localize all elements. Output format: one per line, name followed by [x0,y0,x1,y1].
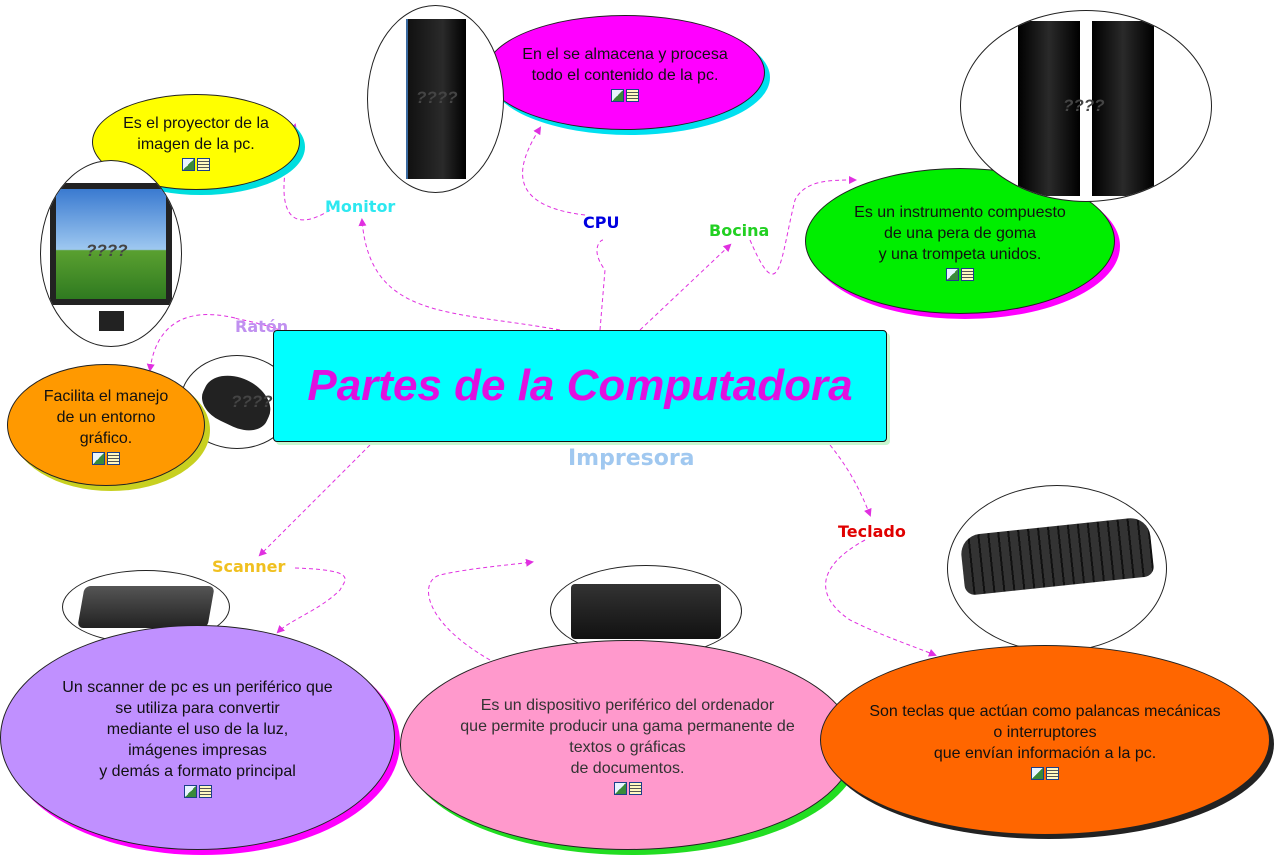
text-line: mediante el uso de la luz, [106,721,289,738]
text-line: de una pera de goma [883,224,1037,242]
label-teclado[interactable]: Teclado [838,522,906,541]
text-line: Es el proyector de la [123,115,269,132]
link-main-bocina [639,243,732,331]
label-bocina[interactable]: Bocina [709,221,770,240]
document-icon[interactable] [1046,766,1059,780]
text-line: imágenes impresas [128,742,267,759]
main-concept-title: Partes de la Computadora [307,361,853,410]
speakers-image: ???? [960,10,1212,202]
node-raton-description[interactable]: Facilita el manejo de un entorno gráfico… [7,364,205,486]
text-line: Un scanner de pc es un periférico que [62,679,333,696]
node-cpu-description[interactable]: En el se almacena y procesa todo el cont… [485,15,765,130]
document-icon[interactable] [961,267,974,281]
link-scanner-desc [276,567,346,634]
link-main-scanner [258,444,371,557]
node-impresora-description[interactable]: Es un dispositivo periférico del ordenad… [400,640,855,850]
keyboard-image [947,485,1167,652]
text-line: se utiliza para convertir [115,700,280,717]
label-monitor[interactable]: Monitor [325,197,396,216]
label-cpu[interactable]: CPU [583,213,620,232]
placeholder-text: ???? [416,88,458,107]
text-line: Facilita el manejo [43,387,169,405]
text-line: Es un instrumento compuesto [854,203,1066,221]
document-icon[interactable] [197,158,210,171]
text-line: todo el contenido de la pc. [531,66,719,84]
text-line: y una trompeta unidos. [878,245,1042,263]
monitor-image: ???? [40,160,182,347]
link-main-cpu [596,239,606,331]
node-monitor-description[interactable]: Es el proyector de la imagen de la pc. [92,94,300,190]
placeholder-text: ???? [86,241,128,260]
text-line: que envían información a la pc. [933,744,1157,762]
printer-image [550,565,742,657]
text-line: gráfico. [79,429,133,447]
link-raton-desc [146,314,236,372]
label-scanner[interactable]: Scanner [212,557,286,576]
node-scanner-description[interactable]: Un scanner de pc es un periférico que se… [0,625,395,850]
cpu-image: ???? [367,5,504,193]
text-line: Son teclas que actúan como palancas mecá… [869,702,1221,720]
link-bocina-desc [749,176,857,275]
image-icon[interactable] [611,88,624,102]
link-main-teclado [829,444,872,517]
document-icon[interactable] [198,785,212,798]
image-icon[interactable] [92,451,105,465]
link-cpu-desc [522,126,586,216]
image-icon[interactable] [1031,766,1044,780]
text-line: textos o gráficas [569,739,686,756]
placeholder-text: ???? [1063,96,1105,115]
text-line: y demás a formato principal [99,763,296,780]
text-line: o interruptores [993,723,1097,741]
document-icon[interactable] [626,88,639,102]
text-line: Es un dispositivo periférico del ordenad… [480,697,775,714]
label-impresora[interactable]: Impresora [568,446,695,471]
node-teclado-description[interactable]: Son teclas que actúan como palancas mecá… [820,645,1270,835]
image-icon[interactable] [613,782,627,795]
text-line: En el se almacena y procesa [522,45,728,63]
document-icon[interactable] [107,451,120,465]
link-main-raton [234,317,281,331]
link-impresora-desc [428,558,534,661]
image-icon[interactable] [946,267,959,281]
text-line: que permite producir una gama permanente… [460,718,795,735]
text-line: de documentos. [570,760,685,777]
main-concept-node[interactable]: Partes de la Computadora [273,330,887,442]
image-icon[interactable] [182,158,195,171]
link-main-monitor [358,218,561,331]
placeholder-text: ???? [231,392,273,411]
text-line: imagen de la pc. [137,136,255,153]
document-icon[interactable] [628,782,642,795]
text-line: de un entorno [56,408,156,426]
image-icon[interactable] [183,785,197,798]
link-teclado-desc [825,539,937,657]
